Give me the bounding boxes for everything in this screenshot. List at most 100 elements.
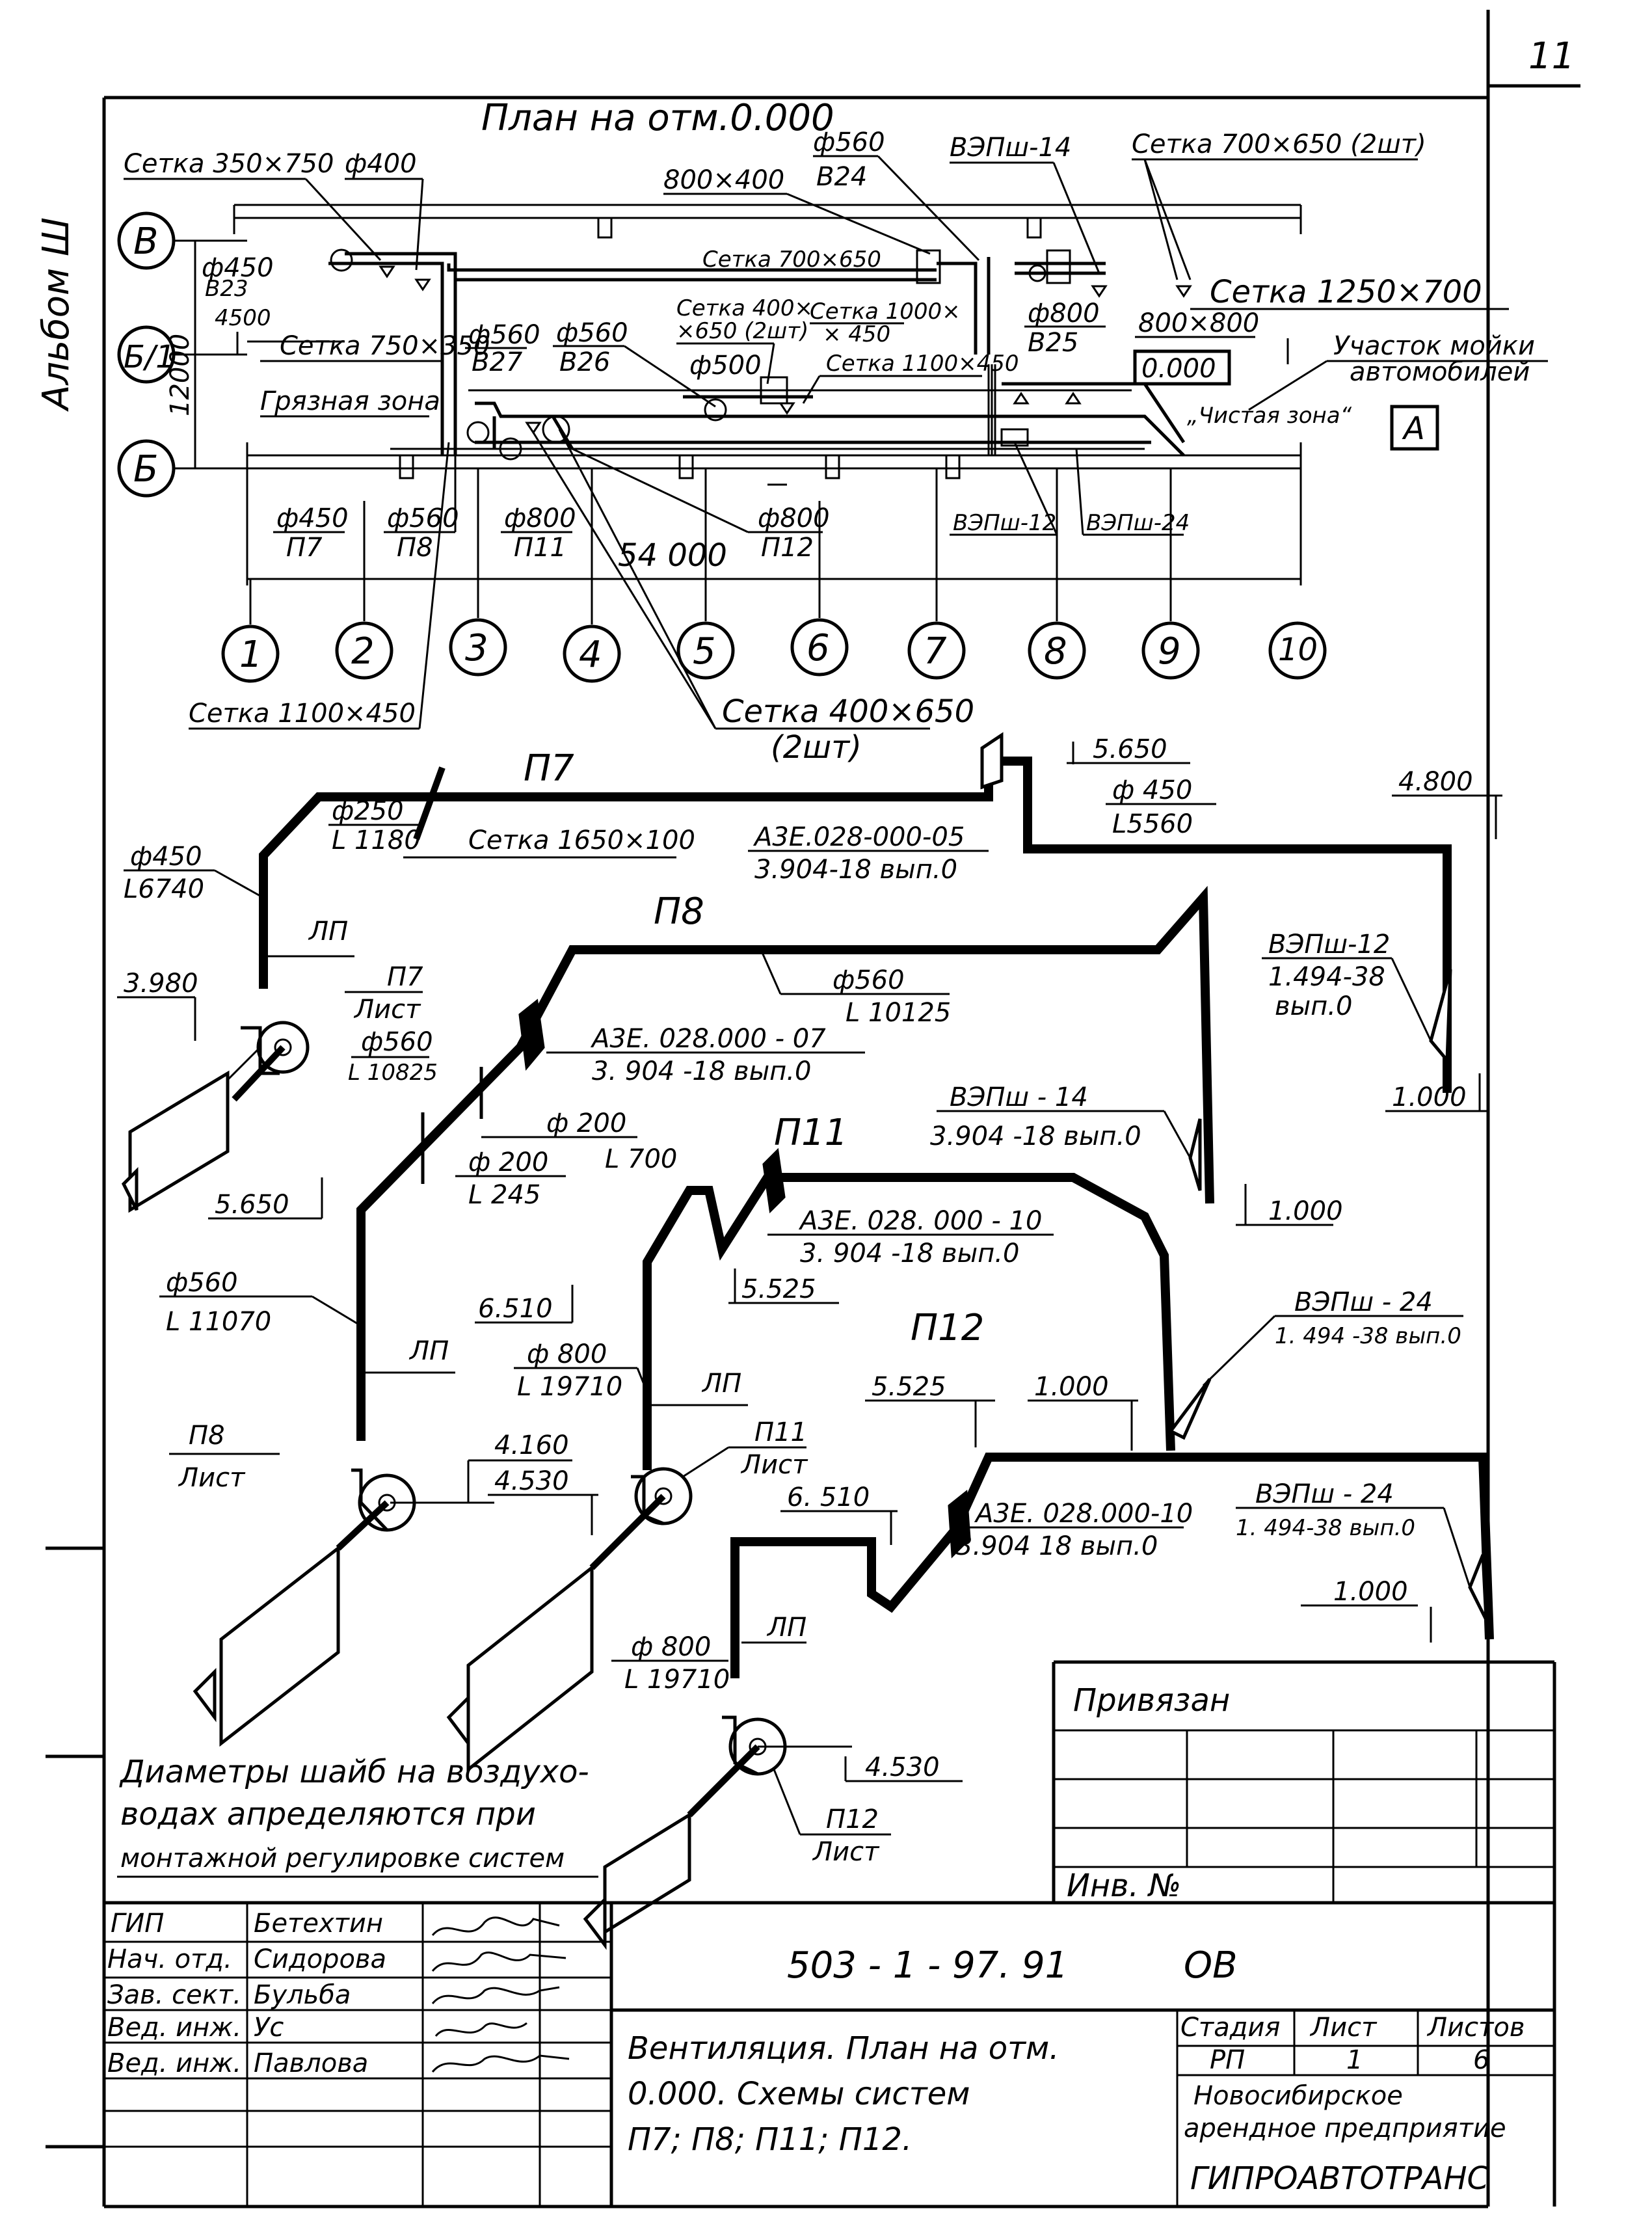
axis-letter-b1: Б/1 (124, 339, 176, 375)
axis-number-10: 10 (1278, 632, 1318, 668)
stamp-inv-no: Инв. № (1067, 1868, 1181, 1904)
p12-vepsh24-2b: 1. 494-38 вып.0 (1236, 1515, 1415, 1541)
label-d450-p7-num: П7 (286, 533, 323, 563)
p8-unit-num: П8 (189, 1421, 225, 1451)
p12-el-4530: 4.530 (865, 1752, 940, 1782)
p7-el-3980: 3.980 (124, 969, 198, 999)
label-d500: ф500 (689, 351, 762, 381)
p8-vepsh14-a: ВЭПш - 14 (950, 1082, 1088, 1112)
axis-number-3: 3 (465, 627, 488, 669)
label-d800-p12-num: П12 (761, 533, 814, 563)
stamp-role-4: Вед. инж. (107, 2013, 241, 2043)
p12-el-6510: 6. 510 (787, 1483, 870, 1512)
p8-el-1000: 1.000 (1268, 1196, 1343, 1226)
stamp-name-3: Бульба (254, 1980, 351, 2010)
label-setka-700x650: Сетка 700×650 (702, 247, 881, 273)
p12-vepsh24-2a: ВЭПш - 24 (1255, 1479, 1394, 1509)
p11-lp: ЛП (701, 1369, 741, 1399)
p7-vepsh12-b: 1.494-38 (1268, 962, 1385, 992)
label-setka-750x350: Сетка 750×350 (280, 331, 490, 361)
axis-number-7: 7 (924, 630, 947, 673)
stamp-name-5: Павлова (254, 2048, 368, 2078)
p7-el-5650: 5.650 (1093, 734, 1167, 764)
label-4500: 4500 (215, 305, 271, 331)
label-d560-b24-diam: ф560 (813, 128, 885, 157)
label-d560-b27-diam: ф560 (468, 320, 540, 350)
stamp-sheets-header: Листов (1426, 2013, 1525, 2043)
dim-height: 12000 (165, 334, 195, 416)
label-clean-zone: „Чистая зона“ (1187, 403, 1352, 429)
p7-lp: ЛП (308, 917, 348, 946)
p11-el-5525: 5.525 (741, 1274, 816, 1304)
p8-title: П8 (654, 891, 704, 933)
axis-number-9: 9 (1158, 630, 1181, 673)
label-elevation-plan: 0.000 (1141, 354, 1216, 384)
stamp-role-3: Зав. сект. (107, 1980, 241, 2010)
p12-el-1000-b: 1.000 (1333, 1577, 1408, 1607)
p7-a3e-05-a: А3Е.028-000-05 (753, 822, 965, 852)
p7-l6740: L6740 (124, 874, 204, 904)
label-setka-350x750: Сетка 350×750 (124, 149, 334, 179)
p11-el-6510: 6.510 (478, 1294, 553, 1324)
label-d560-p8-num: П8 (397, 533, 433, 563)
p8-d200-b: ф 200 (468, 1148, 548, 1177)
label-wash-area-2: автомобилей (1350, 357, 1530, 387)
axis-number-2: 2 (351, 630, 375, 673)
dim-width: 54 000 (618, 537, 727, 574)
p11-l19710: L 19710 (517, 1372, 622, 1402)
p7-d450: ф 450 (1112, 775, 1192, 805)
album-label: Альбом Ш (35, 217, 77, 412)
stamp-role-5: Вед. инж. (107, 2048, 241, 2078)
label-d450-b23-num: В23 (205, 276, 248, 302)
stamp-name-1: Бетехтин (254, 1909, 383, 1939)
plan-title: План на отм.0.000 (481, 97, 834, 139)
label-d800-b25-num: В25 (1028, 328, 1078, 358)
axis-number-5: 5 (693, 630, 716, 673)
p12-vepsh24-a: ВЭПш - 24 (1294, 1287, 1433, 1317)
p7-a3e-05-b: 3.904-18 вып.0 (754, 855, 957, 885)
title-block: Привязан Инв. № 503 - 1 - 97. 91 ОВ ГИП … (104, 1660, 1556, 2207)
axis-letter-b: Б (133, 448, 158, 490)
p8-l245: L 245 (468, 1180, 540, 1210)
stamp-mark: ОВ (1184, 1944, 1238, 1987)
p8-vepsh14-b: 3.904 -18 вып.0 (930, 1121, 1141, 1151)
stamp-name-2: Сидорова (254, 1944, 386, 1974)
p8-d200-a: ф 200 (546, 1108, 626, 1138)
label-setka-1000x450-b: × 450 (823, 321, 890, 347)
p8-el-5650: 5.650 (215, 1190, 289, 1220)
label-d800-p12-diam: ф800 (758, 503, 830, 533)
stamp-privyazan: Привязан (1073, 1682, 1230, 1719)
label-d560-b26-num: В26 (559, 347, 610, 377)
p11-title: П11 (774, 1112, 847, 1154)
p7-vepsh12-a: ВЭПш-12 (1268, 930, 1390, 960)
stamp-title-2: 0.000. Схемы систем (628, 2076, 970, 2112)
p12-lp: ЛП (766, 1613, 806, 1643)
p11-a3e-10-a: А3Е. 028. 000 - 10 (798, 1206, 1042, 1236)
p7-l1180: L 1180 (332, 825, 421, 855)
p8-l10125: L 10125 (846, 998, 951, 1028)
label-setka-1100x450-top: Сетка 1100×450 (826, 351, 1019, 377)
p11-d800: ф 800 (527, 1339, 607, 1369)
label-d560-b24-num: В24 (816, 162, 867, 192)
stamp-signatures (431, 1916, 570, 2073)
general-note: Диаметры шайб на воздухо- водах апределя… (117, 1754, 598, 1878)
label-d450-b23-diam: ф450 (202, 253, 274, 283)
label-d560-b27-num: В27 (472, 347, 523, 377)
stamp-sheets: 6 (1473, 2045, 1489, 2075)
p12-el-5525: 5.525 (872, 1372, 946, 1402)
label-d450-p7-diam: ф450 (276, 503, 349, 533)
stamp-org-2: арендное предприятие (1184, 2114, 1506, 2143)
label-800x800: 800×800 (1138, 308, 1259, 338)
stamp-stage: РП (1210, 2045, 1245, 2075)
building-walls (233, 204, 1302, 486)
label-vepsh-24-plan: ВЭПш-24 (1086, 510, 1190, 536)
label-d800-b25-diam: ф800 (1028, 299, 1100, 329)
scheme-p12: П12 ВЭПш - 24 1. 494 -38 вып.0 5.525 1.0… (583, 1287, 1494, 1950)
stamp-stage-header: Стадия (1180, 2013, 1280, 2043)
p12-l19710: L 19710 (624, 1665, 730, 1695)
p11-unit-num: П11 (754, 1417, 807, 1447)
sheet-frame (46, 10, 1580, 2208)
label-setka-400x650-bottom: Сетка 400×650 (722, 693, 974, 730)
label-setka-1000x450-a: Сетка 1000× (810, 299, 961, 325)
